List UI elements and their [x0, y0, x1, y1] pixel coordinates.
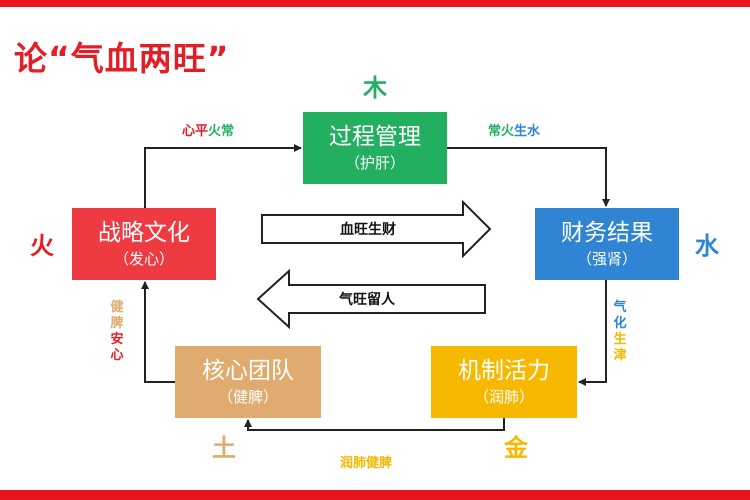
box-finance-sub: （强肾） [576, 250, 637, 268]
box-mgmt-title: 过程管理 [329, 124, 421, 150]
element-metal: 金 [504, 433, 528, 462]
box-mechanism-vitality: 机制活力 （润肺） [431, 346, 577, 418]
label-left-char-2: 脾 [110, 316, 124, 331]
flow-label-forward: 血旺生财 [340, 222, 396, 238]
element-water: 水 [695, 231, 719, 260]
box-culture-title: 战略文化 [98, 220, 190, 246]
element-earth: 土 [212, 433, 236, 462]
connector-team-to-culture [141, 281, 175, 383]
box-team-sub: （健脾） [217, 388, 278, 406]
label-top-right: 常火生水 [488, 120, 540, 139]
box-process-management: 过程管理 （护肝） [303, 112, 447, 184]
element-fire: 火 [30, 231, 54, 260]
connector-mgmt-to-finance [447, 147, 610, 207]
label-top-left: 心平火常 [182, 120, 234, 139]
box-mech-sub: （润肺） [473, 388, 534, 406]
box-strategy-culture: 战略文化 （发心） [72, 208, 216, 280]
label-right-char-1: 气 [613, 300, 627, 315]
box-team-title: 核心团队 [202, 358, 294, 384]
label-top-right-b: 生水 [514, 124, 541, 139]
label-top-left-a: 心平 [182, 124, 209, 139]
connector-mech-to-team [244, 418, 505, 431]
label-left-vertical: 健 脾 安 心 [110, 300, 124, 364]
label-top-right-a: 常火 [488, 124, 515, 139]
label-left-char-4: 心 [110, 348, 124, 363]
box-core-team: 核心团队 （健脾） [175, 346, 321, 418]
box-culture-sub: （发心） [113, 250, 174, 268]
element-wood: 木 [363, 73, 387, 102]
label-left-char-1: 健 [110, 300, 124, 315]
label-bottom: 润肺健脾 [340, 456, 393, 471]
label-top-left-b: 火常 [208, 124, 235, 139]
page-title: 论“气血两旺” [14, 39, 230, 78]
big-arrow-left [256, 268, 486, 330]
label-left-char-3: 安 [110, 332, 124, 347]
connector-culture-to-mgmt [144, 144, 302, 208]
label-right-vertical: 气 化 生 津 [613, 300, 627, 364]
label-right-char-3: 生 [613, 332, 627, 347]
box-financial-result: 财务结果 （强肾） [535, 208, 679, 280]
box-mgmt-sub: （护肝） [344, 154, 405, 172]
connector-finance-to-mech [578, 280, 607, 386]
label-right-char-2: 化 [613, 316, 627, 331]
box-finance-title: 财务结果 [561, 220, 653, 246]
label-right-char-4: 津 [613, 348, 627, 363]
box-mech-title: 机制活力 [458, 358, 550, 384]
bottom-red-bar [0, 490, 750, 500]
top-red-bar [0, 0, 750, 7]
flow-label-back: 气旺留人 [339, 292, 395, 308]
big-arrow-right [261, 199, 492, 259]
